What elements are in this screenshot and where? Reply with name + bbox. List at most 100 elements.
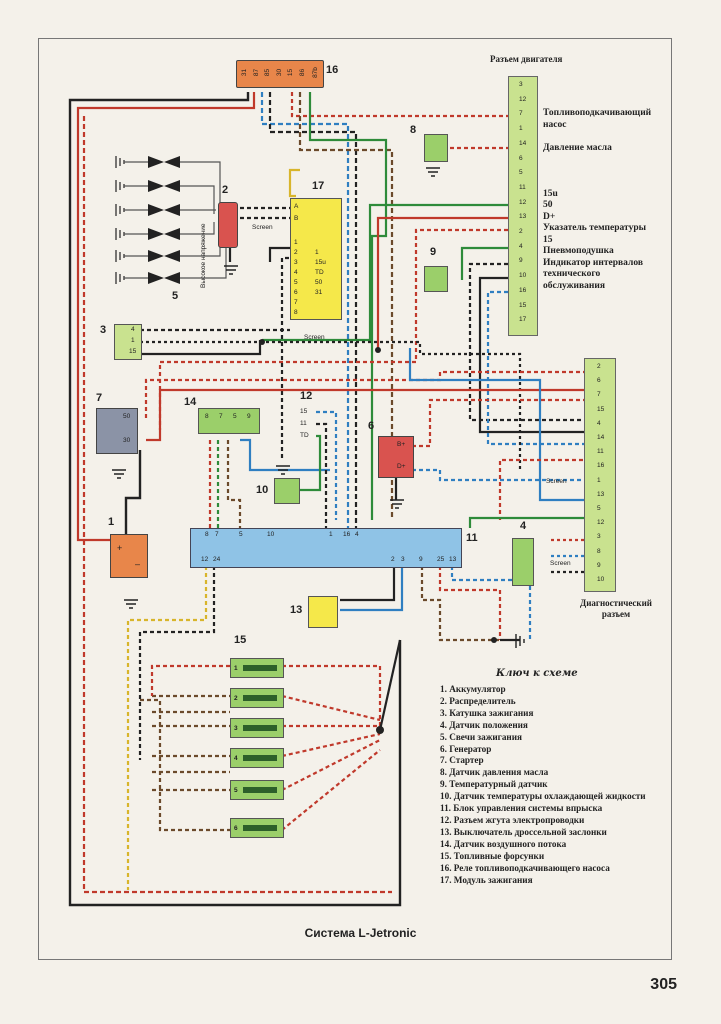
injector: 3 — [230, 718, 284, 738]
engine-connector-pin: 11 — [519, 183, 526, 191]
sensor14-pin: 9 — [247, 413, 251, 420]
ecu-pin-top: 10 — [267, 531, 275, 538]
wire-temp — [460, 246, 508, 280]
injector-number: 4 — [234, 755, 238, 762]
wire-brown-relay — [298, 92, 394, 520]
module-pin-right: 31 — [315, 289, 323, 296]
component-number-10: 10 — [256, 484, 269, 496]
component-number-4: 4 — [520, 520, 527, 532]
module-pin: 8 — [294, 309, 298, 316]
starter-body: 50 30 — [96, 408, 138, 454]
connector12-pin: TD — [300, 432, 309, 439]
relay-pin: 15 — [287, 68, 295, 77]
wire-15 — [468, 262, 590, 422]
diag-connector-pin: 8 — [597, 547, 601, 555]
spark-plug-icons — [148, 156, 180, 284]
ecu-pin-bottom: 2 — [391, 556, 395, 563]
injector-coil — [243, 695, 277, 701]
ecu-pin-bottom: 25 — [437, 556, 445, 563]
injector: 4 — [230, 748, 284, 768]
wire-mod-1 — [268, 246, 296, 262]
coil-pin: 4 — [131, 326, 135, 333]
module-pin-right: TD — [315, 269, 324, 276]
ecu-pin-bottom: 9 — [419, 556, 423, 563]
key-item: 3. Катушка зажигания — [440, 707, 534, 718]
engine-connector-label: Пневмоподушка — [543, 246, 614, 256]
module-pin: 3 — [294, 259, 298, 266]
diagram-frame — [38, 38, 672, 960]
key-item: 16. Реле топливоподкачивающего насоса — [440, 862, 610, 873]
ecu-pin-top: 16 — [343, 531, 351, 538]
relay-pin: 31 — [241, 68, 249, 77]
component-number-17: 17 — [312, 180, 325, 192]
key-item: 4. Датчик положения — [440, 719, 528, 730]
screen-label-dist: Screen — [252, 224, 273, 231]
module-pin: 5 — [294, 279, 298, 286]
relay-pin: 87 — [252, 68, 260, 77]
ecu-pin-bottom: 13 — [449, 556, 457, 563]
component-number-8: 8 — [410, 124, 417, 136]
page-number: 305 — [650, 976, 677, 993]
module-pin: 7 — [294, 299, 298, 306]
wire-red-dplus — [158, 228, 508, 430]
engine-connector-pin: 5 — [519, 169, 523, 177]
module-pin: 1 — [294, 239, 298, 246]
throttle-body — [308, 596, 338, 628]
engine-connector-label: 15u — [543, 188, 558, 199]
engine-connector-pin: 16 — [519, 286, 527, 294]
wire-starter-30 — [146, 388, 590, 442]
battery-body: + – — [110, 534, 148, 578]
component-number-15: 15 — [234, 634, 247, 646]
relay-pin: 30 — [275, 68, 283, 77]
wire-black-main — [68, 92, 402, 907]
temp-sensor-body — [424, 266, 448, 292]
component-number-7: 7 — [96, 392, 103, 404]
screen-label-diag2: Screen — [546, 478, 567, 485]
engine-connector-label: D+ — [543, 211, 556, 222]
injector: 2 — [230, 688, 284, 708]
diag-connector-pin: 14 — [597, 434, 605, 441]
component-number-3: 3 — [100, 324, 107, 336]
injector: 6 — [230, 818, 284, 838]
key-item: 12. Разъем жгута электропроводки — [440, 814, 585, 825]
injector-number: 6 — [234, 825, 238, 832]
key-item: 9. Температурный датчик — [440, 779, 548, 790]
generator-body: B+ D+ — [378, 436, 414, 478]
engine-connector-pin: 15 — [519, 301, 527, 309]
engine-connector-label: Топливоподкачивающий насос — [543, 108, 652, 130]
key-item: 17. Модуль зажигания — [440, 874, 533, 885]
starter-pin: 30 — [123, 437, 131, 444]
ecu-pin-top: 7 — [215, 531, 219, 538]
diag-connector-title: Диагностический разъем — [580, 598, 652, 619]
key-item: 5. Свечи зажигания — [440, 731, 522, 742]
key-item: 2. Распределитель — [440, 695, 516, 706]
engine-connector-pin: 3 — [519, 81, 523, 88]
engine-connector-label: 50 — [543, 200, 553, 210]
position-sensor-body — [512, 538, 534, 586]
wire-mod-3 — [280, 256, 296, 460]
module-pin-right: 50 — [315, 279, 323, 286]
injector-number: 3 — [234, 725, 238, 732]
sensor14-pin: 8 — [205, 413, 209, 420]
component-number-11: 11 — [466, 532, 478, 544]
engine-connector-pin: 12 — [519, 198, 527, 206]
ecu-pin-bottom: 24 — [213, 556, 221, 563]
diag-connector-pin: 3 — [597, 533, 601, 541]
screen-label-coil: Screen — [304, 334, 325, 341]
wire-red-white-loop — [82, 116, 392, 894]
injector-coil — [243, 665, 277, 671]
injector-number: 1 — [234, 665, 238, 672]
key-item: 1. Аккумулятор — [440, 684, 506, 694]
diag-connector-pin: 10 — [597, 576, 605, 583]
diag-connector-pin: 16 — [597, 462, 605, 470]
high-voltage-label: Высокое напряжение — [200, 223, 207, 288]
component-number-2: 2 — [222, 184, 229, 196]
module-pin-right: 1 — [315, 249, 319, 256]
gen-pin: B+ — [397, 441, 406, 448]
engine-connector-pin: 14 — [519, 139, 527, 147]
diag-connector-pin: 9 — [597, 561, 601, 569]
